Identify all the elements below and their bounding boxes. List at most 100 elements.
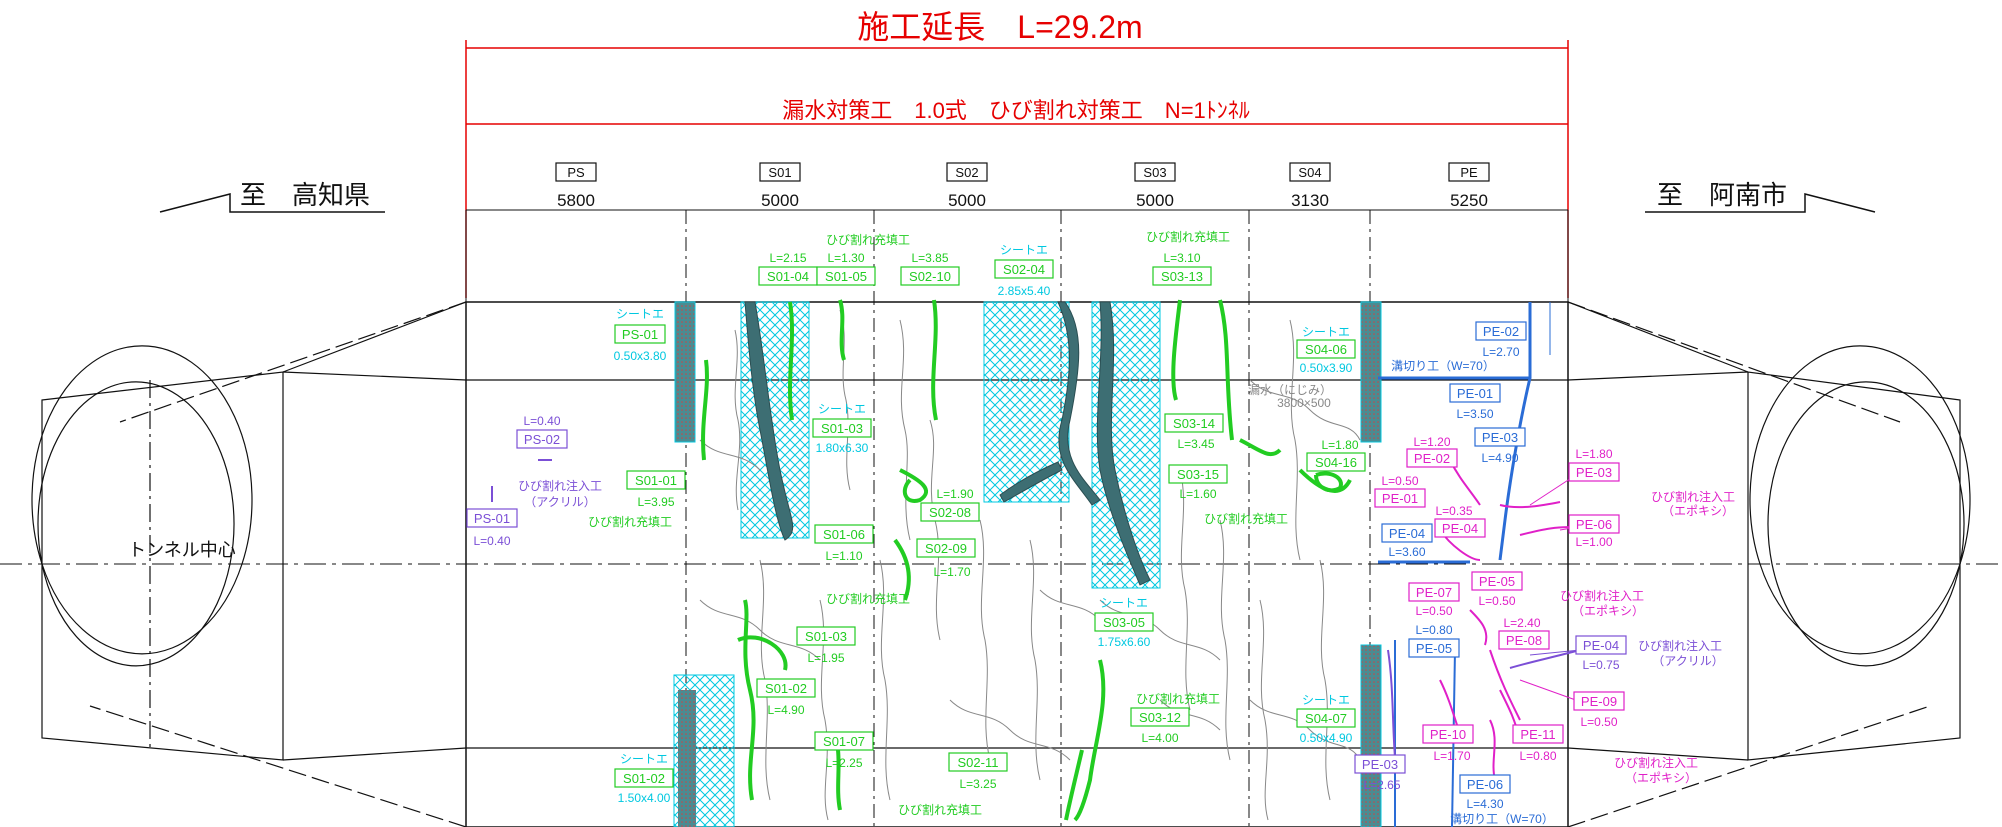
note-s03-05-sheet-size: 1.75x6.60 [1098,635,1151,649]
note-pe-05-blue-id-box-frame [1408,638,1460,658]
note-pe-01-blue-id-box: PE-01 [1449,383,1501,403]
note-ps-sheet-id-box: PS-01 [614,324,666,344]
left-direction-arrow [159,193,385,213]
right-direction-arrow [1645,193,1876,213]
note-pe-09-mag-length: L=0.50 [1580,715,1617,729]
green-cracks [701,299,1352,822]
note-s03-05-sheet-id-box: S03-05 [1094,612,1154,632]
note-ps-sheet-size: 0.50x3.80 [614,349,667,363]
note-pe-01-blue-length: L=3.50 [1456,407,1493,421]
note-s04-06-sheet-id-box-frame [1296,339,1356,359]
note-pe-03-blue-id-box: PE-03 [1474,427,1526,447]
note-pe-06-mag-id-box: PE-06 [1568,514,1620,534]
section-code-4: S04 [1289,162,1331,182]
note-pe-09-mag-id-box-text: PE-09 [1581,694,1617,709]
note-s03-13-id-box: S03-13 [1152,266,1212,286]
note-pe-02-mag-id-box-frame [1406,448,1458,468]
note-ps-sheet-id-box-frame [614,324,666,344]
note-s03-14-id-box-frame [1164,413,1224,433]
note-pe-04-mag-id-box: PE-04 [1434,518,1486,538]
note-pe-04-purple-id-box-text: PE-04 [1583,638,1619,653]
note-pe-06-mag-id-box-text: PE-06 [1576,517,1612,532]
section-code-2-text: S02 [955,165,978,180]
section-code-3-text: S03 [1143,165,1166,180]
note-s02-04-sheet-type: シートエ [1000,243,1048,257]
note-ps-02-id-box: PS-02 [516,429,568,449]
section-code-5: PE [1448,162,1490,182]
note-s01-05-top: ひび割れ充填工 [826,232,910,247]
note-s01-06-id-box-frame [814,524,874,544]
note-groove-bottom: 溝切り工（W=70） [1450,812,1554,826]
note-s02-04-sheet-id-box: S02-04 [994,259,1054,279]
note-s02-04-sheet-size: 2.85x5.40 [998,284,1051,298]
note-ps-injection-line2: （アクリル） [524,495,595,509]
note-s01-06-length: L=1.10 [825,549,862,563]
note-pe-06-blue-id-box-frame [1459,774,1511,794]
note-s01-03-length: L=1.95 [807,651,844,665]
note-pe-01-mag-id-box: PE-01 [1374,488,1426,508]
note-ps-01-id-box-text: PS-01 [474,511,510,526]
note-s01-05-id-box-frame [816,266,876,286]
note-pe-01-blue-id-box-text: PE-01 [1457,386,1493,401]
note-pe-07-mag-id-box-frame [1408,582,1460,602]
note-s04-07-sheet-id-box: S04-07 [1296,708,1356,728]
note-ps-02-id-box-frame [516,429,568,449]
note-pe-05-blue-length: L=0.80 [1415,623,1452,637]
note-groove-top: 溝切り工（W=70） [1391,359,1495,373]
note-pe-01-mag-id-box-text: PE-01 [1382,491,1418,506]
note-s04-07-sheet-id-box-text: S04-07 [1305,711,1347,726]
note-pe-08-mag-id-box-frame [1498,630,1550,650]
note-s02-11-id-box: S02-11 [948,752,1008,772]
note-s03-14-id-box: S03-14 [1164,413,1224,433]
note-pe-05-blue-id-box-text: PE-05 [1416,641,1452,656]
note-pe-03-mag-id-box-frame [1568,462,1620,482]
note-epoxy-right2-line1: ひび割れ注入工 [1614,755,1698,770]
note-s02-10-id-box-frame [900,266,960,286]
note-s02-08-length: L=1.90 [936,487,973,501]
note-s01-05-length: L=1.30 [827,251,864,265]
note-pe-03-purple-id-box-text: PE-03 [1362,757,1398,772]
note-pe-10-mag-id-box-frame [1422,724,1474,744]
note-s02-10-id-box: S02-10 [900,266,960,286]
note-s01-02-id-box: S01-02 [756,678,816,698]
section-length-0: 5800 [557,191,595,210]
note-s01-03-sheet-id-box-text: S01-03 [821,421,863,436]
note-s03-14-length: L=3.45 [1177,437,1214,451]
note-pe-03-mag-id-box: PE-03 [1568,462,1620,482]
note-s02-09-id-box: S02-09 [916,538,976,558]
note-ps-sheet-type: シートエ [616,307,664,321]
annotation-labels: シートエPS-010.50x3.80L=0.40PS-02ひび割れ注入工（アクリ… [466,229,1735,826]
note-s01-03-id-box: S01-03 [796,626,856,646]
note-s03-13-length: L=3.10 [1163,251,1200,265]
note-s01-02-id-box-frame [756,678,816,698]
section-code-3: S03 [1134,162,1176,182]
note-pe-01-mag-length: L=0.50 [1381,474,1418,488]
leak-bands [744,301,1151,586]
note-s03-05-sheet-type: シートエ [1100,596,1148,610]
note-s01-01-id-box-frame [626,470,686,490]
note-pe-09-mag-id-box: PE-09 [1573,691,1625,711]
note-s01-07-id-box-frame [814,731,874,751]
note-s01-03-sheet-type: シートエ [818,402,866,416]
note-s01-01-length: L=3.95 [637,495,674,509]
note-s03-15-id-box: S03-15 [1168,464,1228,484]
note-pe-10-mag-id-box: PE-10 [1422,724,1474,744]
note-acrylic-right-line1: ひび割れ注入工 [1638,638,1722,653]
note-pe-06-blue-length: L=4.30 [1466,797,1503,811]
note-s03-13-id-box-frame [1152,266,1212,286]
note-ps-injection-line1: ひび割れ注入工 [518,478,602,493]
note-s01-07-length: L=2.25 [825,756,862,770]
note-pe-04-blue-id-box: PE-04 [1381,523,1433,543]
note-pe-01-blue-id-box-frame [1449,383,1501,403]
note-s04-06-sheet-size: 0.50x3.90 [1300,361,1353,375]
note-s01-02-sheet-id-box: S01-02 [614,768,674,788]
note-pe-03-blue-id-box-frame [1474,427,1526,447]
note-s01-03-id-box-frame [796,626,856,646]
section-code-1: S01 [759,162,801,182]
note-pe-03-purple-length: L=2.65 [1363,778,1400,792]
section-code-0-text: PS [567,165,585,180]
note-ps-01-id-box: PS-01 [466,508,518,528]
note-s02-09-id-box-text: S02-09 [925,541,967,556]
note-pe-02-mag-id-box: PE-02 [1406,448,1458,468]
